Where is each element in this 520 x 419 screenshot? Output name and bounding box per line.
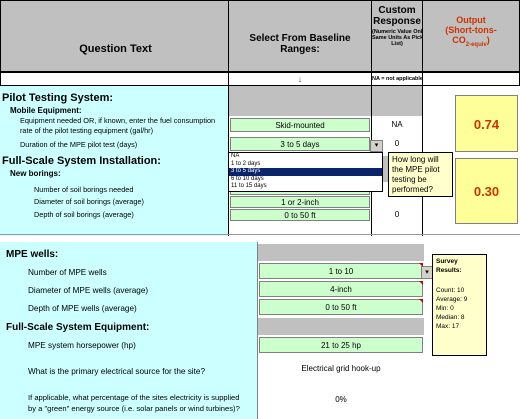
survey-average: Average: 9 xyxy=(436,296,468,303)
header-select: Select From Baseline Ranges: xyxy=(228,0,372,72)
equipment-section-title: Full-Scale System Equipment: xyxy=(6,322,150,333)
fullscale-output: 0.30 xyxy=(455,158,518,224)
dropdown-option-6-10[interactable]: 6 to 10 days xyxy=(231,175,264,182)
fullscale-subtitle: New borings: xyxy=(10,169,61,178)
mpe-q1-select[interactable]: 1 to 10 xyxy=(259,263,423,279)
dropdown-option-11-15[interactable]: 11 to 15 days xyxy=(231,183,267,189)
mpe-select-gray xyxy=(258,244,424,261)
fullscale-q3-select[interactable]: 0 to 50 ft xyxy=(230,209,370,221)
equipment-q2: What is the primary electrical source fo… xyxy=(28,367,206,376)
pilot-q2-custom[interactable]: 0 xyxy=(394,139,400,148)
pilot-dropdown-arrow-button[interactable]: ▾ xyxy=(370,140,383,152)
header-output-line2: (Short-tons- xyxy=(445,25,497,35)
pilot-subtitle: Mobile Equipment: xyxy=(10,106,82,115)
down-arrow-icon: ↓ xyxy=(297,74,303,84)
header-custom-line1: Custom xyxy=(378,5,416,16)
equipment-select-gray xyxy=(258,318,424,335)
tooltip-line1: How long will xyxy=(392,155,439,164)
survey-count: Count: 10 xyxy=(436,287,465,294)
mpe-dropdown-arrow-button[interactable]: ▾ xyxy=(421,266,433,279)
equipment-q3-line2: by a "green" energy source (i.e. solar p… xyxy=(28,404,240,413)
header-custom-note2: Same Units As Pick- xyxy=(372,35,425,41)
output-arrow-cell xyxy=(422,72,520,86)
tooltip-line3: testing be xyxy=(392,175,427,184)
panel-gap xyxy=(0,236,520,242)
dropdown-option-na[interactable]: NA xyxy=(231,153,240,159)
pilot-q1-select[interactable]: Skid-mounted xyxy=(230,118,370,132)
header-output-sub: 2-equiv xyxy=(465,41,487,48)
duration-tooltip: How long will the MPE pilot testing be p… xyxy=(388,152,453,197)
survey-title1: Survey xyxy=(436,258,458,265)
tooltip-line4: performed? xyxy=(392,185,433,194)
survey-max: Max: 17 xyxy=(436,323,460,330)
top-panel-bottom-border xyxy=(0,234,520,235)
na-note: NA = not applicable xyxy=(372,76,423,82)
survey-min: Min: 0 xyxy=(436,305,454,312)
fullscale-q1: Number of soil borings needed xyxy=(34,185,134,194)
equipment-q1-select[interactable]: 21 to 25 hp xyxy=(259,337,423,353)
equipment-q3-select[interactable]: 0% xyxy=(335,395,347,404)
equipment-q1: MPE system horsepower (hp) xyxy=(28,341,136,350)
question-arrow-cell xyxy=(0,72,229,86)
header-select-line2: Ranges: xyxy=(280,44,320,55)
bottom-panel: MPE wells: Number of MPE wells Diameter … xyxy=(0,242,520,419)
pilot-q2-select[interactable]: 3 to 5 days xyxy=(230,137,370,151)
survey-results-tooltip: Survey Results: Count: 10 Average: 9 Min… xyxy=(432,254,487,356)
pilot-section-title: Pilot Testing System: xyxy=(2,92,114,104)
header-output-line3: CO2-equiv) xyxy=(423,35,519,48)
comment-marker xyxy=(419,299,423,303)
dropdown-option-1-2[interactable]: 1 to 2 days xyxy=(231,160,261,167)
pilot-select-gray-top xyxy=(229,86,371,116)
header-select-line1: Select From Baseline xyxy=(249,33,351,44)
fullscale-q2-select[interactable]: 1 or 2-inch xyxy=(230,196,370,208)
mpe-q2-select[interactable]: 4-inch xyxy=(259,281,423,297)
na-note-cell: NA = not applicable xyxy=(371,72,423,86)
pilot-q1-line1: Equipment needed OR, if known, enter the… xyxy=(20,116,216,125)
mpe-q1: Number of MPE wells xyxy=(28,268,107,277)
pilot-q1-custom[interactable]: NA xyxy=(391,120,403,129)
survey-median: Median: 8 xyxy=(436,314,465,321)
comment-marker xyxy=(419,263,423,267)
mpe-q3-select[interactable]: 0 to 50 ft xyxy=(259,299,423,315)
fullscale-section-title: Full-Scale System Installation: xyxy=(2,155,161,167)
dropdown-option-3-5[interactable]: 3 to 5 days xyxy=(229,168,382,176)
header-custom: Custom Response (Numeric Value Only, Sam… xyxy=(371,0,427,72)
equipment-q3-line1: If applicable, what percentage of the si… xyxy=(28,393,240,402)
header-output-co: CO xyxy=(452,35,466,45)
mpe-section-title: MPE wells: xyxy=(6,249,59,260)
header-custom-note3: List) xyxy=(391,41,403,47)
comment-marker xyxy=(419,281,423,285)
tooltip-line2: the MPE pilot xyxy=(392,165,440,174)
pilot-custom-gray-top xyxy=(372,86,422,116)
pilot-q1-line2: rate of the pilot testing equipment (gal… xyxy=(20,126,154,135)
mpe-q3: Depth of MPE wells (average) xyxy=(28,304,137,313)
select-arrow-cell: ↓ xyxy=(228,72,372,86)
fullscale-q2: Diameter of soil borings (average) xyxy=(34,197,144,206)
equipment-q2-select[interactable]: Electrical grid hook-up xyxy=(301,364,381,373)
survey-title2: Results: xyxy=(436,267,462,274)
header-custom-note1: (Numeric Value Only, xyxy=(372,29,427,35)
mpe-q2: Diameter of MPE wells (average) xyxy=(28,286,149,295)
bottom-question-bg xyxy=(0,242,258,419)
header-output-line1: Output xyxy=(456,15,486,25)
pilot-q2: Duration of the MPE pilot test (days) xyxy=(20,140,138,149)
header-question: Question Text xyxy=(0,0,229,72)
header-output-close: ) xyxy=(486,35,490,45)
top-panel: Question Text Select From Baseline Range… xyxy=(0,0,520,236)
duration-dropdown-list[interactable]: NA 1 to 2 days 3 to 5 days 6 to 10 days … xyxy=(228,152,383,192)
header-question-label: Question Text xyxy=(79,43,152,55)
header-output: Output (Short-tons- CO2-equiv) xyxy=(422,0,520,72)
fullscale-q3: Depth of soil borings (average) xyxy=(34,210,134,219)
pilot-output: 0.74 xyxy=(455,95,518,152)
fullscale-q3-custom[interactable]: 0 xyxy=(394,210,400,219)
question-column-bg xyxy=(0,86,229,236)
header-custom-line2: Response xyxy=(373,16,421,27)
